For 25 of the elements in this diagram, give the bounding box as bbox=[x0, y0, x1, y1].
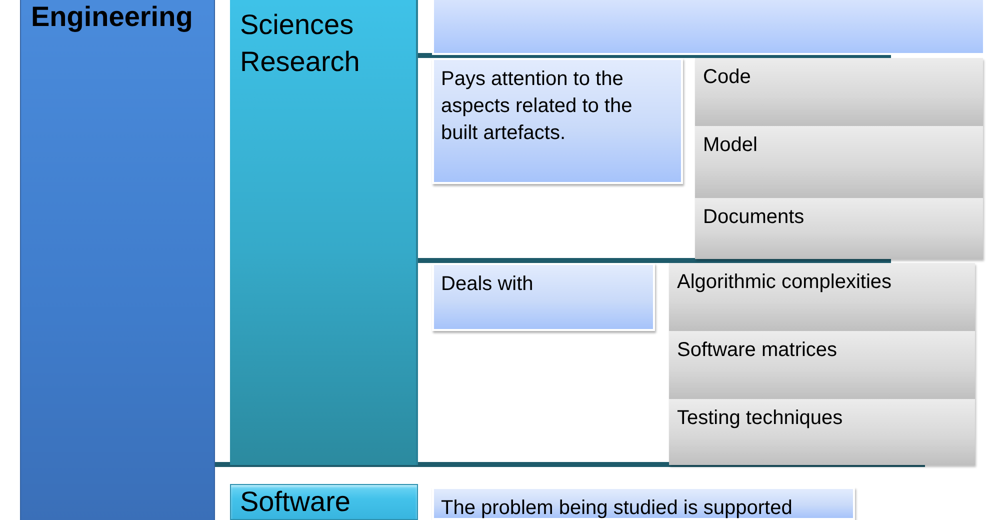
category-panel bbox=[230, 484, 418, 520]
item-panel bbox=[695, 198, 983, 259]
description-text: Deals with bbox=[441, 272, 534, 297]
item-label: Algorithmic complexities bbox=[677, 270, 893, 295]
item-label: Testing techniques bbox=[677, 406, 844, 431]
item-label: Software matrices bbox=[677, 338, 838, 363]
item-label: Code bbox=[703, 65, 752, 90]
item-panel bbox=[695, 126, 983, 198]
subcategory-column bbox=[230, 0, 418, 465]
item-panel bbox=[669, 331, 975, 399]
category-column bbox=[20, 0, 215, 520]
item-label: Documents bbox=[703, 205, 806, 230]
blank-panel bbox=[432, 0, 985, 55]
description-panel bbox=[432, 58, 683, 184]
item-label: Model bbox=[703, 133, 758, 158]
category-heading: Software bbox=[240, 485, 352, 519]
description-panel bbox=[432, 263, 655, 331]
column-heading: Engineering bbox=[31, 0, 194, 34]
item-panel bbox=[669, 399, 975, 465]
item-panel bbox=[669, 263, 975, 331]
column-heading: Sciences Research bbox=[240, 8, 361, 79]
item-panel bbox=[695, 58, 983, 126]
description-text: Pays attention to the aspects related to the built artefacts. bbox=[441, 67, 634, 146]
description-panel bbox=[432, 487, 855, 520]
description-text: The problem being studied is supported bbox=[441, 496, 794, 520]
